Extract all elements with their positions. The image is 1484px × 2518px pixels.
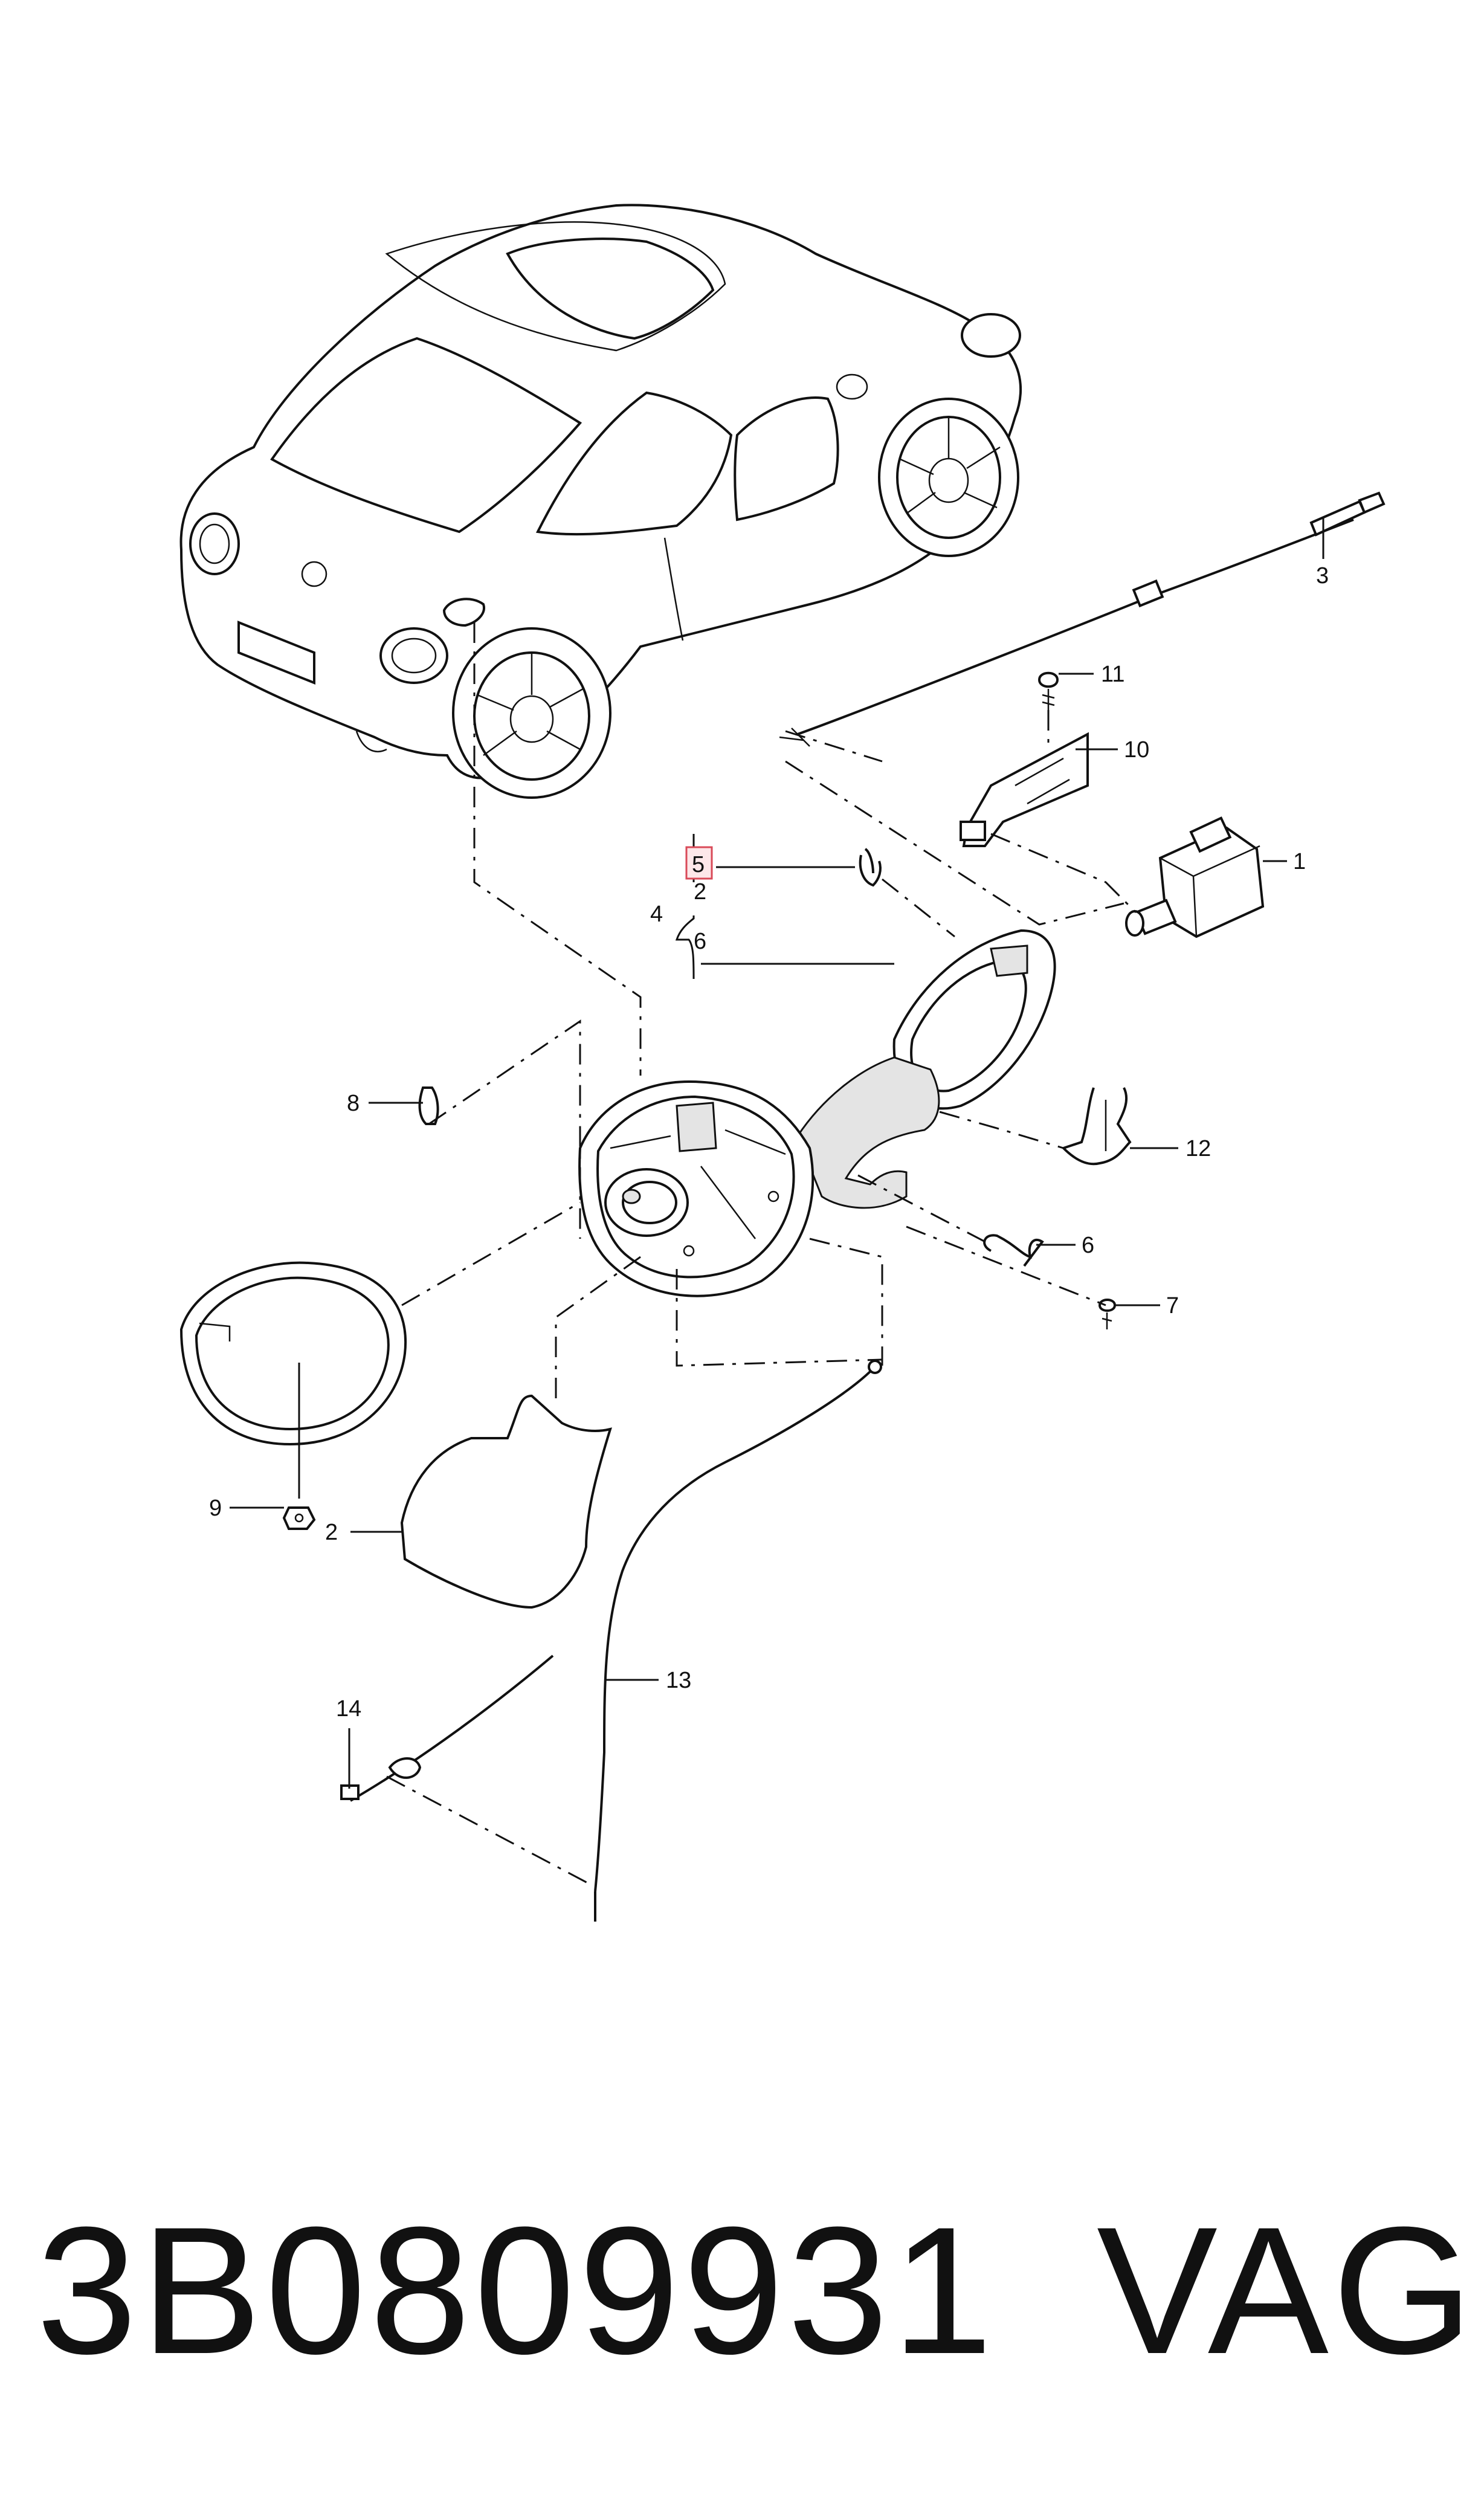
leader-lines xyxy=(230,517,1324,1789)
callout-14: 14 xyxy=(336,1696,361,1722)
clamp-part-12 xyxy=(1061,1087,1132,1166)
release-cable-part-3 xyxy=(779,491,1386,747)
callout-13: 13 xyxy=(666,1668,691,1693)
callout-11: 11 xyxy=(1101,662,1124,687)
callout-8: 8 xyxy=(347,1091,360,1116)
callout-7: 7 xyxy=(1166,1293,1179,1319)
drain-hose-part-13 xyxy=(594,1360,882,1922)
screw-part-11 xyxy=(1037,671,1059,710)
callout-12: 12 xyxy=(1186,1136,1211,1161)
callout-6-lower: 6 xyxy=(1082,1233,1094,1258)
callout-1: 1 xyxy=(1293,849,1306,874)
callout-5-highlight xyxy=(685,846,713,880)
fuel-flap-assembly-part-4 xyxy=(796,929,1056,1209)
gasket-ring-part-9 xyxy=(179,1261,407,1446)
assembly-lines xyxy=(298,622,1137,1887)
nut-part-9 xyxy=(282,1506,316,1530)
screw-part-7 xyxy=(1098,1299,1117,1329)
callout-6-upper: 6 xyxy=(694,929,706,954)
seal-part-2 xyxy=(400,1394,612,1609)
callout-4: 4 xyxy=(650,902,663,927)
part-number-text: 3B0809931 xyxy=(36,2189,996,2392)
car-illustration xyxy=(179,204,1022,799)
callout-10: 10 xyxy=(1124,737,1149,763)
wire-spring-part-6 xyxy=(983,1234,1044,1267)
actuator-part-1 xyxy=(1125,816,1265,938)
cable-tie-part-14 xyxy=(340,1654,554,1802)
callout-3: 3 xyxy=(1316,563,1329,589)
brand-text: VAG xyxy=(1097,2189,1477,2392)
callout-5: 5 xyxy=(692,852,705,877)
callout-labels: 1 3 11 10 5 2 4 6 12 6 7 8 9 2 13 14 xyxy=(209,563,1329,1722)
cap-part-8 xyxy=(418,1086,439,1125)
callout-2-lower: 2 xyxy=(325,1520,338,1545)
clip-part-5 xyxy=(859,848,882,887)
callout-2-upper: 2 xyxy=(694,879,706,905)
bracket-part-10 xyxy=(960,732,1089,847)
fuel-filler-housing xyxy=(578,1080,815,1297)
callout-9: 9 xyxy=(209,1496,222,1521)
